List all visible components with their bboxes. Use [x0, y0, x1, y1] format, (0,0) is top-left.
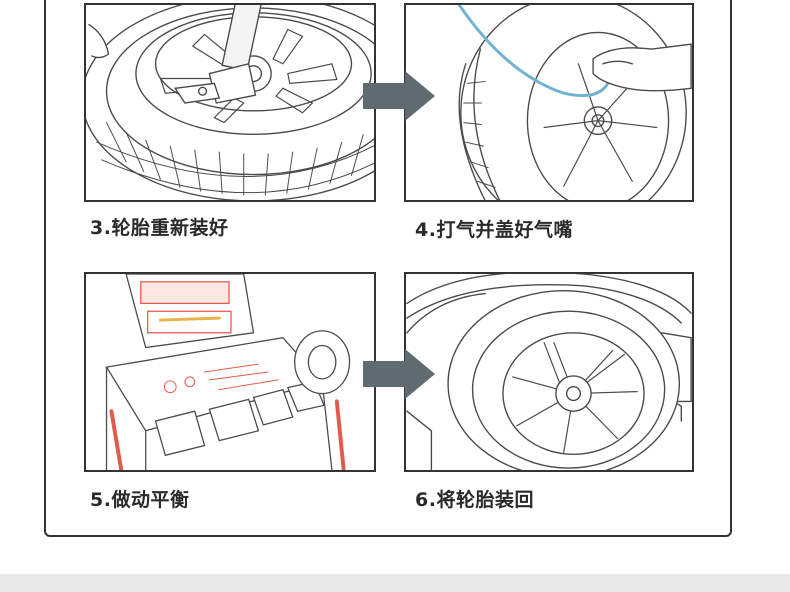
step-5-caption: 5.做动平衡 [90, 489, 190, 511]
step-3-caption: 3.轮胎重新装好 [90, 217, 229, 239]
wheel-installed-on-car-illustration [404, 272, 694, 472]
step-6-caption: 6.将轮胎装回 [415, 489, 534, 511]
step-4-caption: 4.打气并盖好气嘴 [415, 219, 573, 241]
tire-mounting-illustration [84, 3, 376, 202]
right-arrow-icon [363, 71, 435, 121]
tire-inflation-illustration [404, 3, 694, 202]
bottom-band [0, 574, 790, 592]
wheel-balancing-machine-illustration [84, 272, 376, 472]
right-arrow-icon [363, 349, 435, 399]
